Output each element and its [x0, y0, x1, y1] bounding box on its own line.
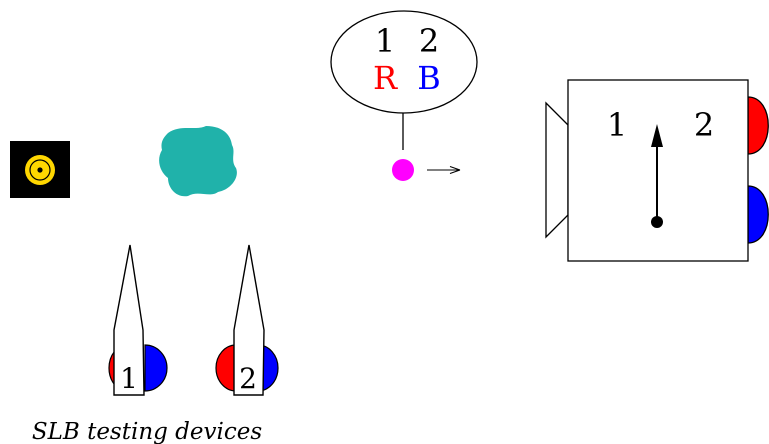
device-1-label: 1 — [120, 362, 138, 395]
camera: 1 2 — [545, 79, 769, 262]
camera-label-1: 1 — [607, 106, 627, 144]
source-dot — [392, 159, 414, 181]
device-1-spike — [113, 244, 145, 396]
device-2-lamp-left — [215, 344, 237, 392]
caption: SLB testing devices — [32, 419, 263, 444]
bubble-number-2: 2 — [419, 22, 439, 60]
camera-lamp-top — [747, 96, 769, 155]
bubble-letter-b: B — [417, 59, 441, 97]
camera-needle-head — [651, 124, 663, 147]
camera-lamp-bottom — [747, 185, 769, 244]
particle-blob — [159, 126, 237, 197]
bubble-letter-r: R — [373, 59, 398, 97]
camera-needle-pivot — [651, 216, 663, 228]
camera-label-2: 2 — [694, 106, 714, 144]
device-2-label: 2 — [239, 362, 257, 395]
target-icon — [10, 141, 70, 198]
device-2: 2 — [215, 244, 279, 396]
device-1-lamp-right — [144, 344, 168, 392]
device-1: 1 — [108, 244, 168, 396]
bubble-number-1: 1 — [375, 22, 395, 60]
device-2-spike — [233, 244, 265, 396]
camera-lens — [545, 101, 569, 239]
color-legend-bubble: 1 2 R B — [330, 10, 478, 150]
direction-arrow — [427, 165, 461, 175]
